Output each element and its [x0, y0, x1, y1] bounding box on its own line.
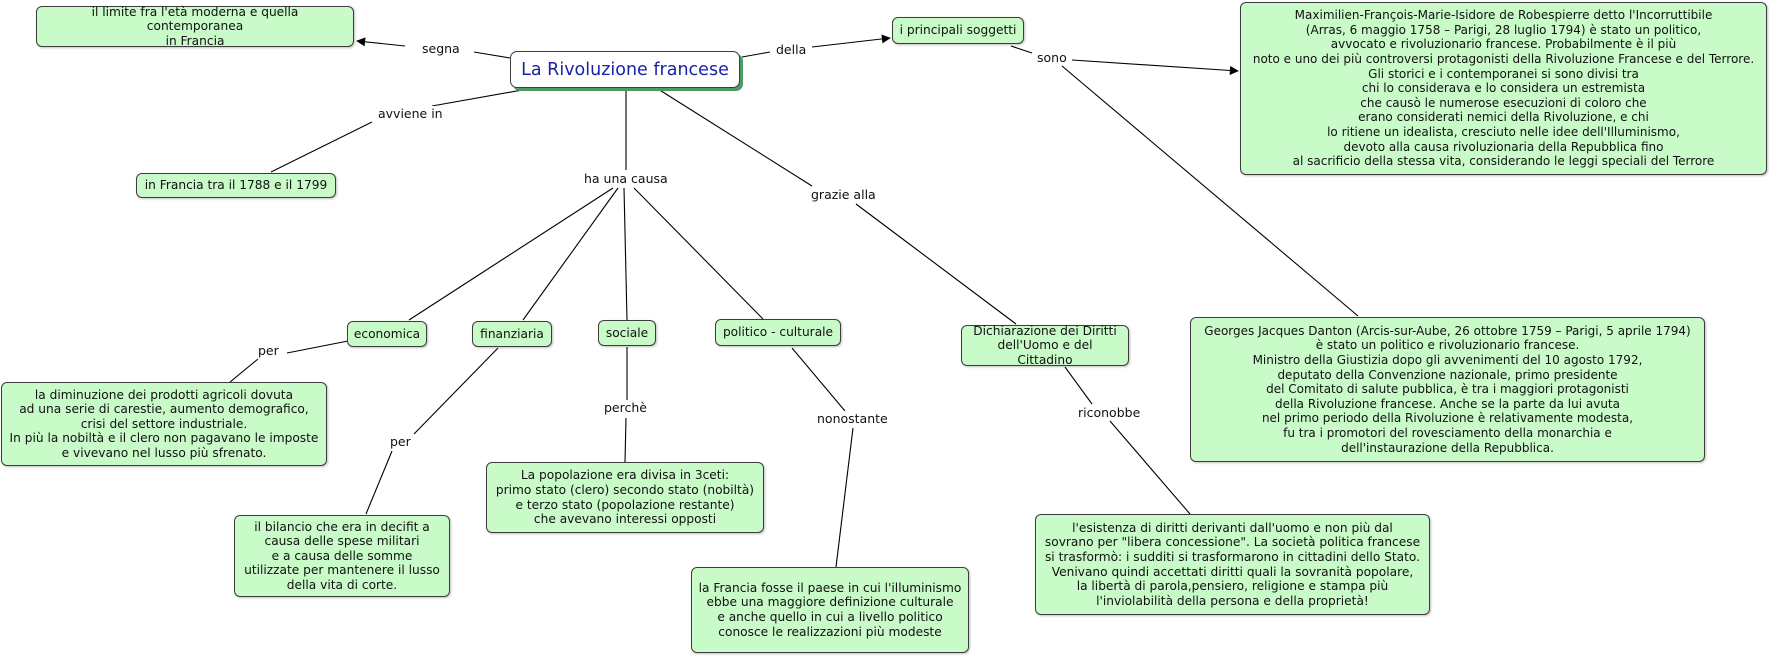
node-soggetti[interactable]: i principali soggetti [892, 17, 1024, 44]
connector-grazie-dichiarazione [855, 203, 1017, 325]
node-politico-culturale[interactable]: politico - culturale [715, 319, 841, 346]
connector-causa-economica [408, 187, 614, 321]
connector-root-avviene [431, 88, 529, 107]
connector-economica-per [286, 340, 349, 354]
node-popolazione[interactable]: La popolazione era divisa in 3ceti: prim… [486, 462, 764, 533]
connector-della-soggetti [811, 34, 891, 48]
node-bilancio[interactable]: il bilancio che era in decifit a causa d… [234, 515, 450, 597]
connector-root-segna [473, 51, 511, 59]
link-label-avviene-in: avviene in [375, 106, 446, 121]
connector-soggetti-sono [1010, 45, 1033, 54]
node-diritti[interactable]: l'esistenza di diritti derivanti dall'uo… [1035, 514, 1430, 615]
link-label-nonostante: nonostante [814, 411, 891, 426]
node-econ-detail[interactable]: la diminuzione dei prodotti agricoli dov… [1, 382, 327, 466]
connector-causa-politico [633, 187, 764, 320]
node-francia-date[interactable]: in Francia tra il 1788 e il 1799 [136, 173, 336, 198]
node-dichiarazione[interactable]: Dichiarazione dei Diritti dell'Uomo e de… [961, 324, 1129, 367]
connector-causa-sociale [623, 187, 628, 321]
link-label-per-economica: per [255, 343, 282, 358]
link-label-grazie-alla: grazie alla [808, 187, 879, 202]
connector-dichiarazione-riconobbe [1064, 366, 1093, 405]
root-concept[interactable]: La Rivoluzione francese [510, 51, 740, 88]
connector-causa-finanziaria [522, 187, 619, 321]
link-label-riconobbe: riconobbe [1075, 405, 1144, 420]
connector-nonostante-illuminismo [835, 427, 854, 568]
link-label-della: della [773, 42, 810, 57]
connector-segna-limite [356, 37, 406, 47]
node-limite[interactable]: il limite fra l'età moderna e quella con… [36, 5, 354, 48]
node-robespierre[interactable]: Maximilien-François-Marie-Isidore de Rob… [1240, 2, 1767, 175]
connector-sono-robespierre [1071, 59, 1239, 75]
node-danton[interactable]: Georges Jacques Danton (Arcis-sur-Aube, … [1190, 317, 1705, 462]
connector-politico-nonostante [791, 347, 846, 412]
connector-avviene-francia [270, 121, 373, 173]
connector-per-econdetail [229, 358, 259, 383]
link-label-segna: segna [419, 41, 463, 56]
link-label-per-finanziaria: per [387, 434, 414, 449]
link-label-perche: perchè [601, 400, 650, 415]
connector-root-della [741, 51, 771, 58]
node-sociale[interactable]: sociale [598, 320, 656, 346]
node-illuminismo[interactable]: la Francia fosse il paese in cui l'illum… [691, 567, 969, 653]
connector-riconobbe-diritti [1109, 420, 1191, 515]
link-label-sono: sono [1034, 50, 1070, 65]
connector-sono-danton [1061, 65, 1359, 317]
node-economica[interactable]: economica [347, 321, 427, 347]
connector-perche-popolazione [624, 417, 627, 463]
connector-root-grazie [657, 88, 813, 187]
link-label-ha-una-causa: ha una causa [581, 171, 671, 186]
connector-per-bilancio [365, 450, 393, 515]
connector-finanziaria-per [413, 347, 499, 435]
node-finanziaria[interactable]: finanziaria [472, 321, 552, 347]
